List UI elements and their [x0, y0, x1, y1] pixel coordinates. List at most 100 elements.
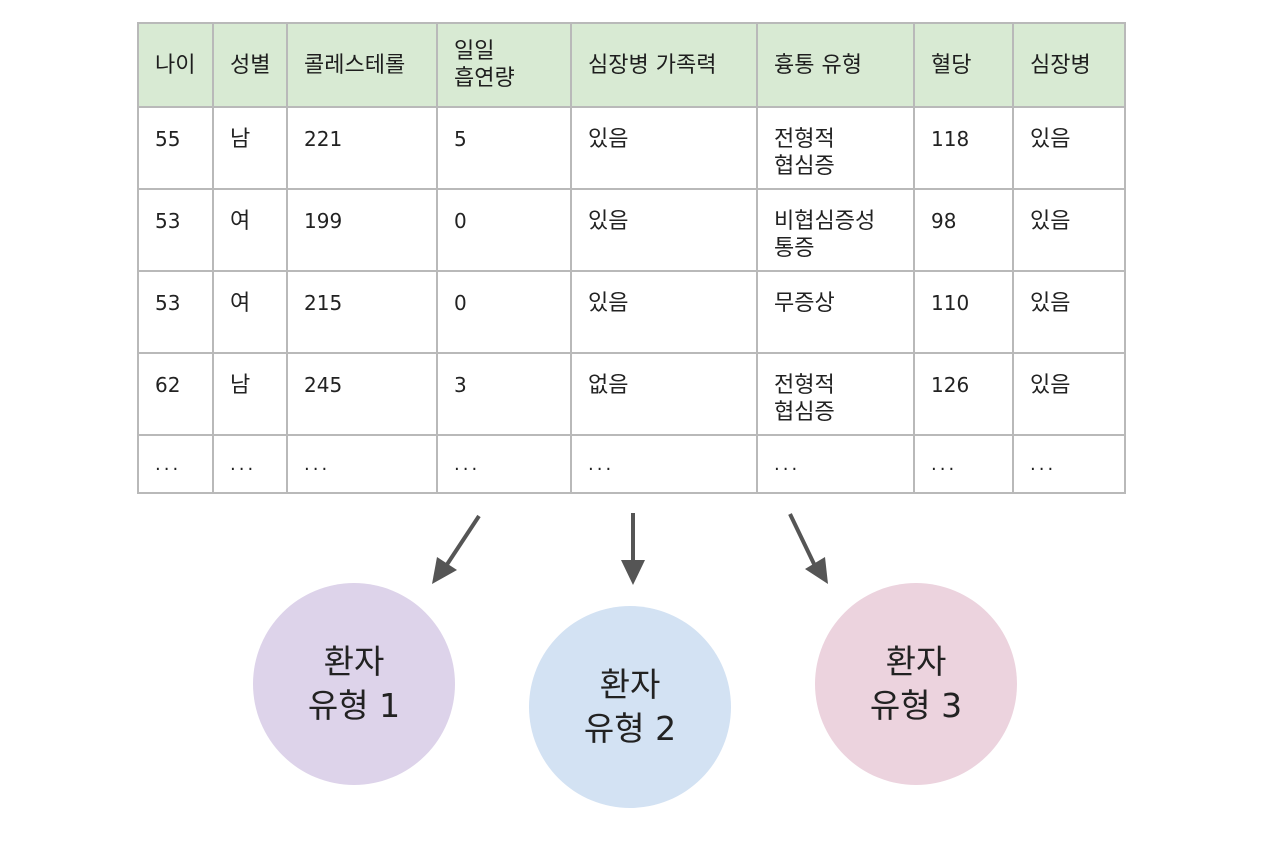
cell-cholesterol: 215 [286, 270, 438, 354]
cell-blood-sugar: 110 [913, 270, 1014, 354]
cell-blood-sugar: 118 [913, 106, 1014, 190]
cell-text: 55 [155, 127, 181, 151]
header-heart-disease: 심장병 [1012, 22, 1126, 108]
ellipsis-cell: ... [137, 434, 214, 494]
cell-text: 통증 [774, 236, 815, 261]
cell-daily-smoking: 5 [436, 106, 572, 190]
cell-age: 53 [137, 188, 214, 272]
cell-daily-smoking: 0 [436, 188, 572, 272]
table-row: 53 여 215 0 있음 무증상 110 있음 [137, 270, 1126, 354]
cell-text: 245 [304, 373, 343, 397]
ellipsis-cell: ... [913, 434, 1014, 494]
cluster-patient-type-1: 환자 유형 1 [253, 583, 455, 785]
cluster-1-line2: 유형 1 [307, 686, 401, 725]
header-text: 성별 [230, 52, 271, 78]
arrow-to-cluster-1 [432, 514, 481, 584]
cell-cholesterol: 199 [286, 188, 438, 272]
cell-text: 전형적 [774, 127, 835, 152]
cell-heart-disease: 있음 [1012, 270, 1126, 354]
header-cholesterol: 콜레스테롤 [286, 22, 438, 108]
cell-blood-sugar: 126 [913, 352, 1014, 436]
ellipsis-cell: ... [756, 434, 915, 494]
cell-text: 남 [230, 373, 251, 398]
cell-chest-pain-type: 무증상 [756, 270, 915, 354]
cluster-1-line1: 환자 [323, 642, 385, 681]
cell-text: 협심증 [774, 400, 835, 425]
cell-text: 53 [155, 291, 181, 315]
header-text: 심장병 가족력 [588, 52, 717, 78]
cell-text: 0 [454, 209, 467, 233]
header-text: 콜레스테롤 [304, 52, 406, 78]
header-age: 나이 [137, 22, 214, 108]
cell-text: 있음 [588, 291, 629, 316]
header-text: 나이 [155, 52, 196, 78]
header-family-history: 심장병 가족력 [570, 22, 758, 108]
cell-text: 있음 [1030, 373, 1071, 398]
ellipsis-cell: ... [436, 434, 572, 494]
cell-text: 3 [454, 373, 467, 397]
ellipsis-cell: ... [212, 434, 288, 494]
cell-text: 215 [304, 291, 343, 315]
cell-daily-smoking: 0 [436, 270, 572, 354]
cell-text: 비협심증성 [774, 209, 876, 234]
cluster-2-line1: 환자 [599, 665, 661, 704]
cell-sex: 남 [212, 352, 288, 436]
cell-text: 있음 [588, 127, 629, 152]
cell-age: 55 [137, 106, 214, 190]
cell-sex: 여 [212, 188, 288, 272]
header-text: 심장병 [1030, 52, 1091, 78]
ellipsis-cell: ... [1012, 434, 1126, 494]
cluster-3-line1: 환자 [885, 642, 947, 681]
header-text: 일일 [454, 39, 495, 64]
cell-text: 있음 [1030, 127, 1071, 152]
cell-text: 53 [155, 209, 181, 233]
cell-heart-disease: 있음 [1012, 352, 1126, 436]
cell-text: 남 [230, 127, 251, 152]
cell-text: 있음 [1030, 291, 1071, 316]
cell-text: 전형적 [774, 373, 835, 398]
cell-text: 0 [454, 291, 467, 315]
cell-text: 있음 [588, 209, 629, 234]
cell-family-history: 없음 [570, 352, 758, 436]
cell-sex: 여 [212, 270, 288, 354]
cell-daily-smoking: 3 [436, 352, 572, 436]
header-text: 흉통 유형 [774, 52, 862, 78]
cell-text: 5 [454, 127, 467, 151]
cell-text: 221 [304, 127, 343, 151]
cell-family-history: 있음 [570, 270, 758, 354]
ellipsis-cell: ... [286, 434, 438, 494]
cell-heart-disease: 있음 [1012, 188, 1126, 272]
header-text: 혈당 [931, 52, 972, 78]
cell-text: 118 [931, 127, 970, 151]
cell-blood-sugar: 98 [913, 188, 1014, 272]
cell-sex: 남 [212, 106, 288, 190]
cluster-2-line2: 유형 2 [583, 709, 677, 748]
cluster-patient-type-3: 환자 유형 3 [815, 583, 1017, 785]
cell-age: 62 [137, 352, 214, 436]
cell-age: 53 [137, 270, 214, 354]
cell-text: 199 [304, 209, 343, 233]
arrow-to-cluster-3 [788, 513, 828, 584]
cell-text: 여 [230, 209, 251, 234]
table-row-ellipsis: ........................ [137, 434, 1126, 494]
cell-text: 없음 [588, 373, 629, 398]
header-chest-pain-type: 흉통 유형 [756, 22, 915, 108]
header-text: 흡연량 [454, 66, 515, 91]
cell-text: 98 [931, 209, 957, 233]
cell-cholesterol: 245 [286, 352, 438, 436]
cell-family-history: 있음 [570, 188, 758, 272]
cell-heart-disease: 있음 [1012, 106, 1126, 190]
arrow-to-cluster-2 [621, 513, 645, 585]
cell-text: 무증상 [774, 291, 835, 316]
header-sex: 성별 [212, 22, 288, 108]
cell-text: 62 [155, 373, 181, 397]
cluster-3-line2: 유형 3 [869, 686, 963, 725]
